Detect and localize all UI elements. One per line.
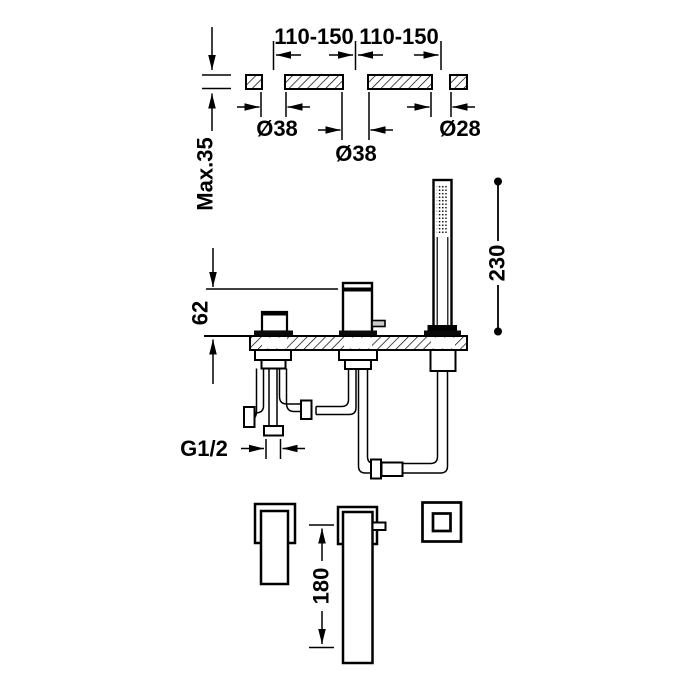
label-span-left: 110-150 xyxy=(274,24,354,49)
handle-front-view xyxy=(253,502,297,586)
escutcheon-front-view xyxy=(421,501,463,543)
diverter-tab-front xyxy=(371,521,387,531)
label-dia-center: Ø38 xyxy=(335,141,377,166)
deck-elevation xyxy=(249,335,468,351)
deck-cross-section xyxy=(245,74,468,90)
spout-below-deck xyxy=(315,349,404,480)
spray-face xyxy=(436,185,449,234)
dim-hole-diameters xyxy=(237,92,475,140)
deck-segment xyxy=(284,74,344,90)
deck-pass-through xyxy=(431,337,455,349)
deck-segment xyxy=(449,74,468,90)
shower-base-plate xyxy=(424,330,461,336)
spout-base-plate xyxy=(339,330,377,336)
dim-thread xyxy=(241,439,305,459)
dim-hole-spacing xyxy=(272,41,442,70)
deck-segment xyxy=(245,74,263,90)
label-spout-height: 62 xyxy=(188,301,213,325)
dim-spout-height xyxy=(204,248,338,384)
shower-hose-below-deck xyxy=(402,349,457,474)
hose-union xyxy=(380,461,404,477)
spout-elevation xyxy=(339,281,386,336)
hose-elbow-fitting xyxy=(370,458,382,480)
dim-handshower-height xyxy=(494,177,502,336)
shower-holder-flange xyxy=(427,325,457,332)
dim-spout-length xyxy=(309,524,334,649)
g12-thread-nut xyxy=(263,425,284,437)
dim-deck-thickness xyxy=(202,27,231,131)
label-thread: G1/2 xyxy=(180,436,228,461)
spout-front-view xyxy=(336,505,387,665)
hand-shower-elevation xyxy=(424,178,461,336)
deck-pass-through xyxy=(262,337,287,349)
right-outlet-fitting xyxy=(300,399,313,420)
diverter-tab xyxy=(371,319,386,328)
left-inlet-fitting xyxy=(243,406,256,428)
deck-segment xyxy=(367,74,433,90)
handle-valve-elevation xyxy=(254,310,293,336)
deck-pass-through xyxy=(344,337,372,349)
label-dia-right: Ø28 xyxy=(439,116,481,141)
handle-base-plate xyxy=(254,330,293,336)
label-spout-length: 180 xyxy=(309,568,334,605)
label-handshower-height: 230 xyxy=(485,245,510,282)
valve-below-deck xyxy=(243,349,313,437)
label-dia-left: Ø38 xyxy=(256,116,298,141)
label-span-right: 110-150 xyxy=(359,24,439,49)
label-deck-thickness: Max.35 xyxy=(193,137,218,210)
